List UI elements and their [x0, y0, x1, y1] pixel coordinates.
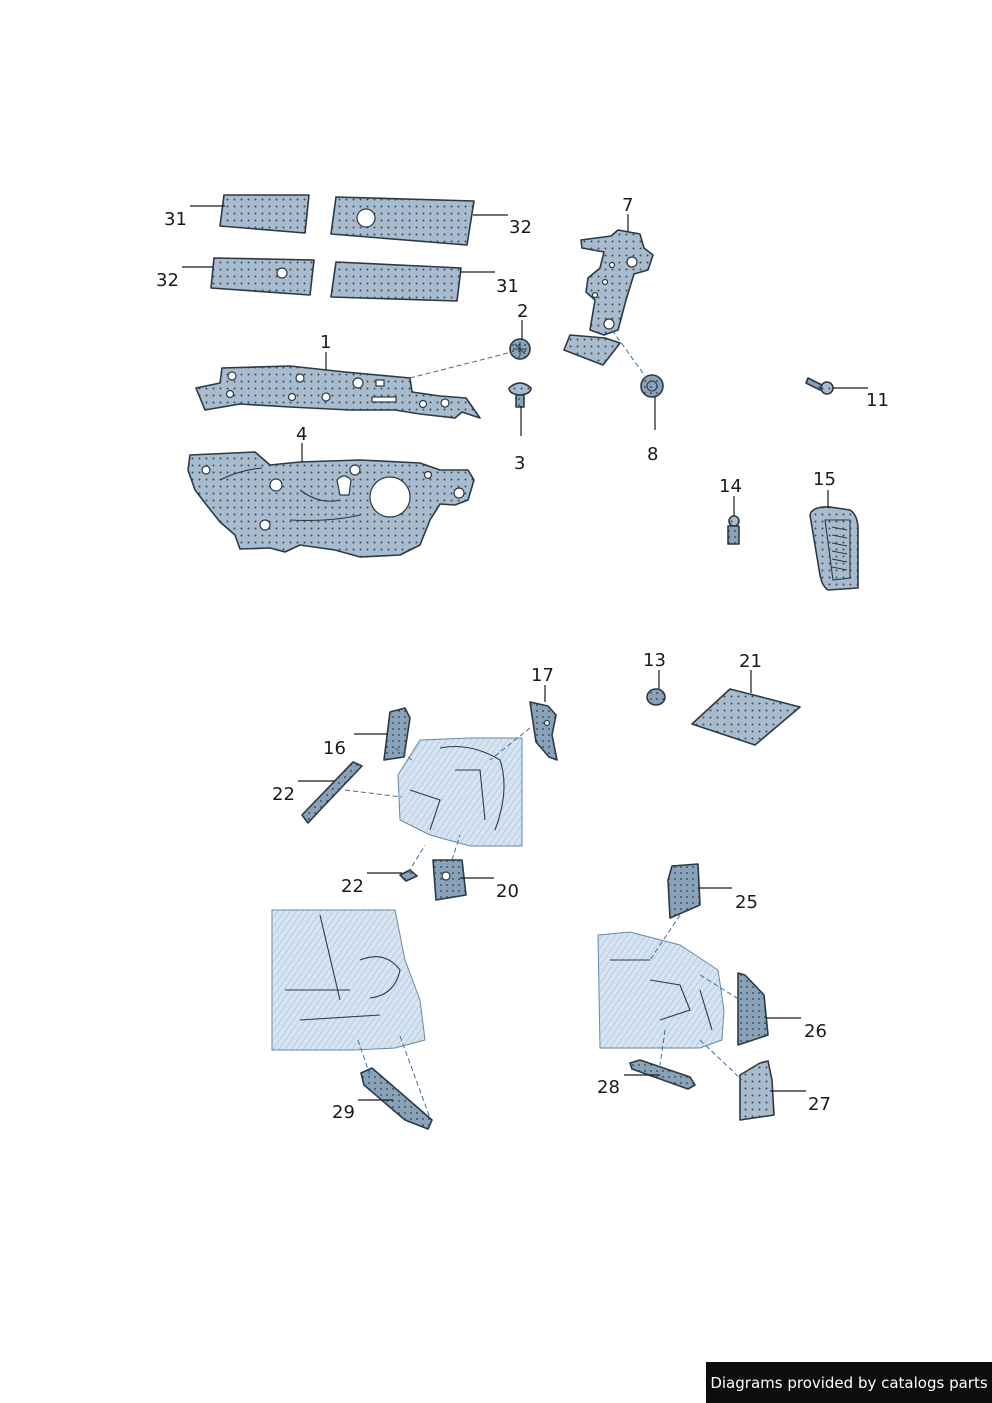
label-29: 29	[332, 1102, 355, 1123]
plug-part-13	[646, 688, 666, 706]
label-11: 11	[866, 390, 889, 411]
label-25: 25	[735, 892, 758, 913]
grommet-part-8	[640, 374, 664, 398]
strip-part-22-upper	[301, 761, 363, 824]
credit-banner: Diagrams provided by catalogs parts	[706, 1362, 992, 1403]
label-21: 21	[739, 651, 762, 672]
label-15: 15	[813, 469, 836, 490]
pad-part-26	[737, 972, 769, 1046]
rivet-part-3	[508, 382, 532, 408]
bracket-part-7	[563, 229, 654, 366]
label-13: 13	[643, 650, 666, 671]
label-20: 20	[496, 881, 519, 902]
strip-part-28	[629, 1059, 696, 1090]
label-3: 3	[514, 453, 525, 474]
callout-labels: 31 32 32 31 1 2 3 4 7 8 11 14 15 13 21 1…	[156, 195, 889, 1123]
label-28: 28	[597, 1077, 620, 1098]
clip-part-14	[727, 515, 740, 545]
label-32-lower: 32	[156, 270, 179, 291]
pad-part-17	[529, 701, 558, 761]
label-14: 14	[719, 476, 742, 497]
label-32-upper: 32	[509, 217, 532, 238]
leader-lines	[182, 205, 868, 1101]
pad-part-15	[809, 506, 859, 591]
label-31-upper: 31	[164, 209, 187, 230]
mat-31-lower	[330, 261, 462, 302]
mat-31-upper	[219, 194, 310, 234]
strip-part-29	[360, 1067, 433, 1130]
body-section-rear	[597, 931, 725, 1049]
body-section-quarter	[271, 909, 426, 1051]
pad-part-25	[667, 863, 701, 919]
bulkhead-insulation-part-4	[187, 451, 475, 558]
pad-part-20	[432, 859, 467, 901]
label-26: 26	[804, 1021, 827, 1042]
label-31-lower: 31	[496, 276, 519, 297]
label-17: 17	[531, 665, 554, 686]
body-section-wheelhouse	[397, 737, 523, 847]
fitting-lines	[344, 329, 743, 1119]
label-4: 4	[296, 424, 307, 445]
credit-text: Diagrams provided by catalogs parts	[710, 1373, 988, 1392]
label-2: 2	[517, 301, 528, 322]
mat-32-lower	[210, 257, 315, 296]
label-27: 27	[808, 1094, 831, 1115]
pad-part-16	[383, 707, 411, 761]
label-22-lower: 22	[341, 876, 364, 897]
label-1: 1	[320, 332, 331, 353]
pad-part-27	[739, 1060, 775, 1121]
screw-part-11	[805, 377, 834, 395]
rail-insulation-part-1	[195, 365, 481, 419]
clip-part-22-lower	[399, 869, 418, 882]
label-22-upper: 22	[272, 784, 295, 805]
mat-32-upper	[330, 196, 475, 246]
label-16: 16	[323, 738, 346, 759]
label-8: 8	[647, 444, 658, 465]
mat-part-21	[691, 688, 801, 746]
label-7: 7	[622, 195, 633, 216]
clip-part-2	[509, 338, 531, 360]
